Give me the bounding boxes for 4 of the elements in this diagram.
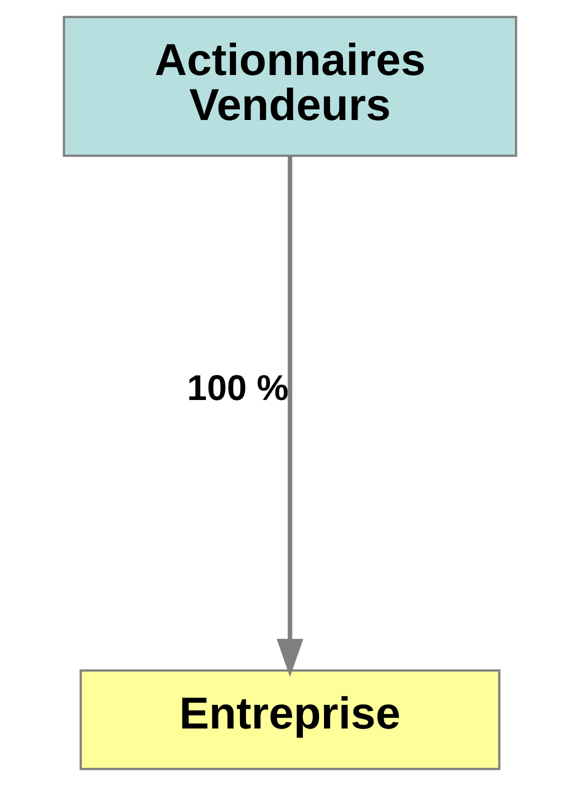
edge-label: 100 % — [186, 368, 288, 408]
arrow — [276, 156, 303, 677]
node-box: Entreprise — [79, 669, 500, 770]
node-box: Actionnaires Vendeurs — [62, 16, 517, 157]
